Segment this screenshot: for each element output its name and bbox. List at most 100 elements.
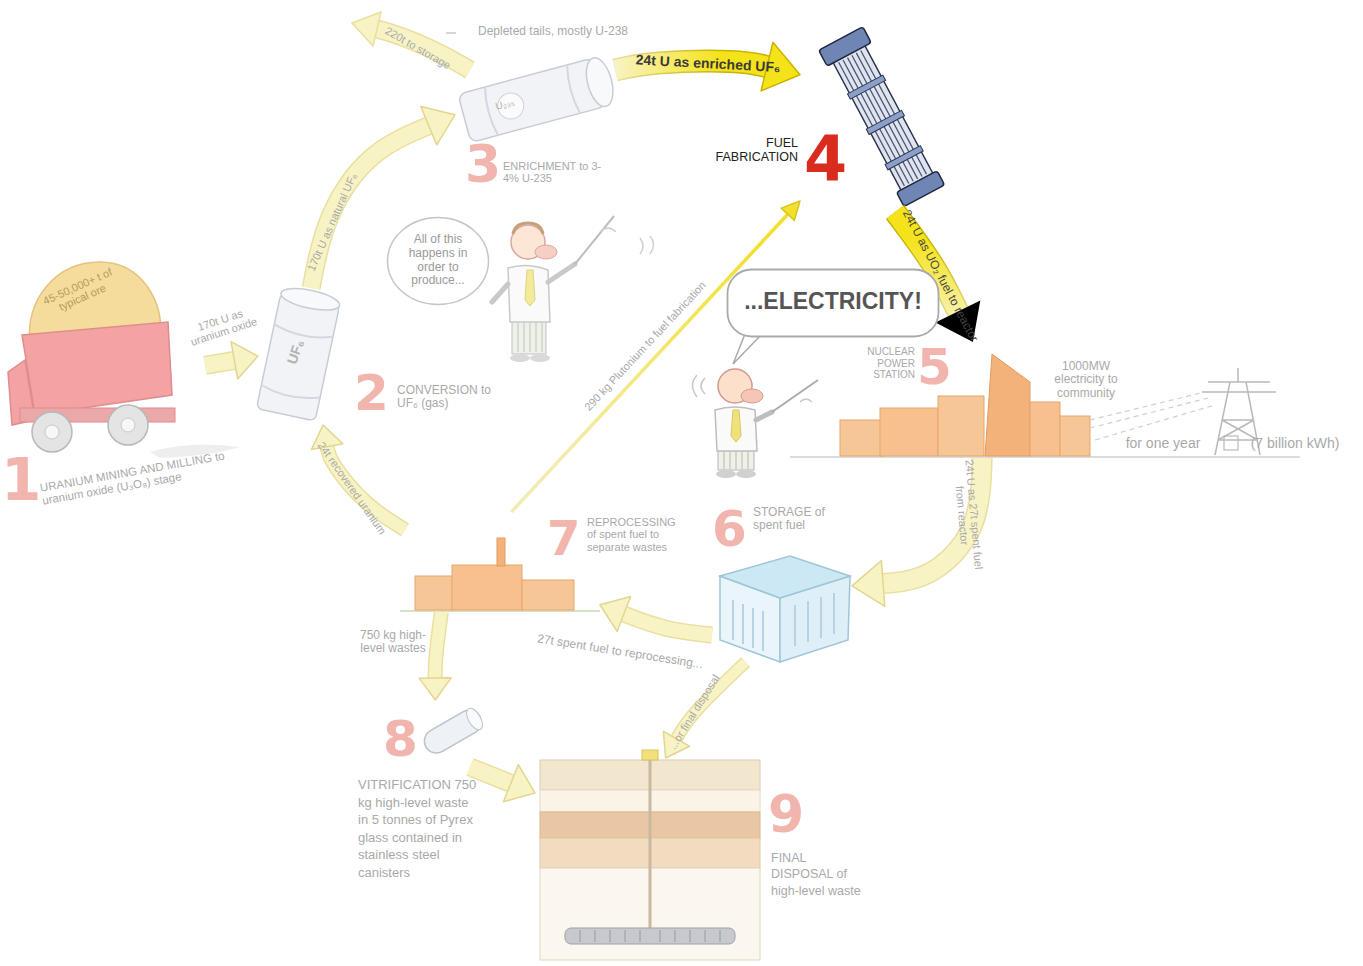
truck-wheel (108, 405, 148, 445)
arrow-outline (624, 614, 712, 635)
fuel-rods (839, 51, 927, 186)
stage-node: NUCLEAR POWER STATION5 (845, 342, 1095, 458)
bottom-nozzle (896, 171, 944, 207)
stage-number: 6 (712, 504, 747, 554)
stage-node: 1URANIUM MINING AND MILLING to uranium o… (5, 255, 205, 520)
uf6-cylinder (256, 284, 341, 421)
canister-body (420, 706, 486, 758)
spacer-grid (885, 146, 923, 170)
flow-arrow (663, 662, 745, 758)
motion-marks (600, 228, 654, 254)
tunnel-grille (580, 930, 720, 942)
flow-quantity: 170t U as natural UF₆ (305, 171, 359, 273)
shoe (716, 470, 736, 478)
stage-caption: ENRICHMENT to 3-4% U-235 (503, 160, 608, 185)
trousers (718, 450, 754, 470)
stage-caption: URANIUM MINING AND MILLING to uranium ox… (39, 446, 245, 507)
enriched-cylinder (458, 55, 618, 143)
spacer-grid (848, 75, 886, 99)
tie (731, 410, 741, 442)
flow-arrow (205, 342, 258, 379)
bubble-tail (733, 334, 762, 364)
stage-node: 3ENRICHMENT to 3-4% U-235 (455, 58, 615, 192)
arms (492, 264, 575, 302)
trouser-stripes (518, 322, 542, 352)
station-building (938, 396, 984, 456)
cylinder-band (482, 65, 580, 136)
flow-quantity: ...or final disposal (666, 672, 722, 751)
arrow-outline (205, 360, 234, 365)
wheel-hub (45, 425, 59, 439)
station-building (1030, 402, 1060, 456)
arrow-head (600, 597, 631, 632)
pool-water (720, 556, 850, 598)
stage-caption: VITRIFICATION 750 kg high-level waste in… (358, 776, 482, 881)
flow-quantity: 750 kg high-level wastes (357, 629, 429, 656)
arrow-head (231, 342, 258, 379)
station-building (880, 408, 938, 456)
tails-arrow-head (352, 12, 381, 46)
stage-number: 5 (917, 342, 952, 392)
speech-bubble: All of this happens in order to produce.… (386, 216, 490, 306)
stage-node: FUEL FABRICATION4 (800, 30, 935, 212)
shoe (510, 354, 530, 362)
trousers (512, 320, 546, 354)
pylon-box (1224, 436, 1238, 450)
arrow-head (421, 106, 455, 144)
flow-quantity: 170t U as uranium oxide (180, 302, 264, 350)
leader-line (446, 32, 456, 33)
nose (535, 245, 557, 259)
arrow-band (205, 360, 234, 365)
canister-end (463, 706, 485, 733)
stage-number: 7 (547, 514, 580, 562)
stage-node: 8VITRIFICATION 750 kg high-level waste i… (355, 700, 470, 908)
cylinder-body (458, 58, 606, 143)
bubble-shape (388, 218, 489, 305)
arrow-band (435, 612, 441, 678)
stage-caption: STORAGE of spent fuel (753, 506, 833, 533)
stage-number: 9 (768, 788, 804, 840)
cylinder-end (279, 284, 341, 314)
bubble-text: All of this happens in order to produce.… (398, 233, 478, 288)
arm (756, 412, 772, 420)
plant-chimney (497, 538, 505, 566)
arrow-outline (435, 612, 441, 678)
stage-number: 3 (465, 138, 501, 190)
bubble-text: ...ELECTRICITY! (730, 289, 936, 315)
plant-building (522, 580, 574, 610)
motion-marks (693, 375, 813, 402)
plant-building (452, 565, 522, 610)
stage-caption: NUCLEAR POWER STATION (849, 346, 915, 381)
annotation-label: for one year (1126, 436, 1201, 452)
station-building (1060, 416, 1090, 456)
arrow-head (503, 765, 535, 802)
nose (741, 389, 763, 403)
wheel-hub (121, 418, 135, 432)
bubble-shape (728, 270, 939, 337)
trouser-stripes (724, 451, 748, 469)
stage-caption: REPROCESSING of spent fuel to separate w… (587, 516, 687, 553)
flow-arrow (511, 201, 800, 512)
arrow-head (781, 201, 800, 220)
hair (513, 223, 543, 234)
flow-arrow (615, 42, 800, 91)
annotation-label: (7 billion kWh) (1251, 436, 1340, 452)
stage-number: 1 (1, 451, 41, 509)
stage-number: 4 (804, 128, 847, 190)
shirt (715, 407, 757, 451)
shoe (530, 354, 550, 362)
stage-node: 9FINAL DISPOSAL of high-level waste (535, 758, 875, 963)
stage-node: 6STORAGE of spent fuel (712, 502, 852, 662)
stage-number: 8 (383, 714, 418, 764)
flow-arrow (419, 612, 451, 700)
speech-bubble: ...ELECTRICITY! (726, 268, 940, 338)
disposal-tunnel (565, 928, 735, 944)
arrow-head (852, 561, 885, 607)
shaft-head (642, 750, 658, 760)
arrow-band (624, 614, 712, 635)
arrow-head (419, 678, 451, 700)
top-nozzle (819, 27, 872, 66)
